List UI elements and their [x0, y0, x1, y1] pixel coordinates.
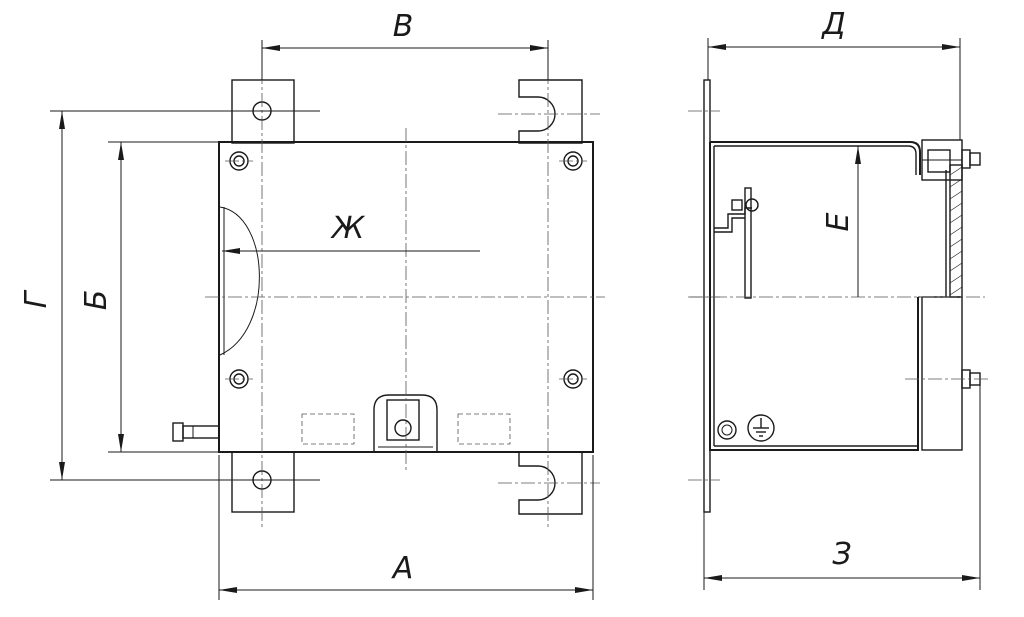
front-cover [921, 296, 963, 451]
side-view: Д Е З [688, 7, 990, 590]
dim-label-v: В [393, 9, 414, 44]
dim-label-e: Е [821, 212, 856, 231]
top-bolt-assembly [921, 139, 981, 181]
dim-label-a: А [391, 551, 414, 586]
terminal-circle [717, 420, 737, 440]
side-arc [219, 206, 260, 356]
mounting-tab-top-right [518, 79, 583, 144]
dim-label-b: Б [79, 290, 114, 311]
dimension-g: Г [19, 110, 320, 481]
dimension-zh: Ж [222, 211, 480, 254]
dim-label-zh: Ж [330, 211, 366, 246]
dim-label-z: З [832, 537, 851, 572]
dimension-z: З [703, 385, 981, 590]
ground-symbol-icon [747, 414, 775, 442]
dimension-a: А [218, 455, 594, 600]
dim-label-d: Д [820, 7, 845, 42]
dimension-v: В [261, 9, 549, 80]
front-view: В А Г Б [19, 9, 605, 600]
mounting-tab-bottom-left [231, 451, 295, 513]
dimension-d: Д [707, 7, 961, 140]
bottom-bolt [905, 369, 990, 389]
dimension-b: Б [79, 141, 219, 453]
bottom-lock [373, 394, 438, 452]
dimension-e: Е [821, 146, 861, 297]
mounting-tab-bottom-right [518, 451, 583, 515]
dim-label-g: Г [19, 289, 54, 308]
internal-bracket [714, 187, 759, 299]
cable-gland [172, 422, 220, 442]
hatched-panel [949, 166, 963, 296]
